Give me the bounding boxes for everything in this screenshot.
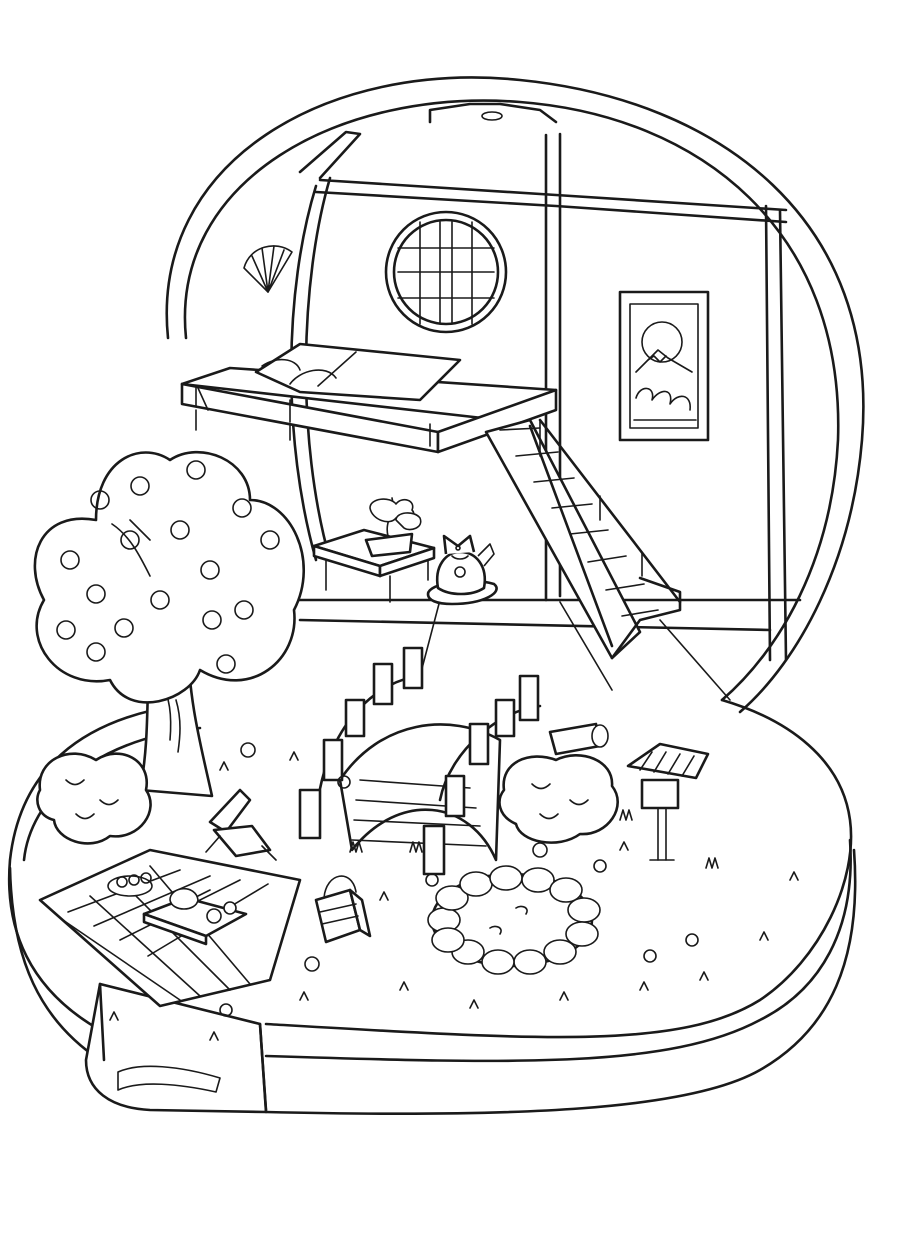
lucky-cat <box>426 534 498 606</box>
staircase <box>484 418 682 660</box>
bush-left <box>36 752 152 845</box>
bush-right <box>498 754 619 844</box>
loft-platform <box>180 342 558 454</box>
compact-base <box>7 698 857 1116</box>
garden-lantern <box>626 742 710 861</box>
ground-flowers <box>109 742 799 1041</box>
mountain-painting <box>618 290 710 442</box>
round-window <box>384 210 508 334</box>
interior-room <box>289 130 802 701</box>
tea-tray <box>142 887 248 946</box>
koi-pond <box>427 865 601 975</box>
bonsai-table <box>312 497 436 603</box>
fan-decoration <box>243 245 293 293</box>
garden-pipe <box>548 722 609 756</box>
compact-lid <box>165 76 865 714</box>
arched-bridge <box>298 646 542 876</box>
cherry-blossom-tree <box>33 450 305 798</box>
dango-plate <box>107 872 153 897</box>
picnic-basket <box>314 875 372 944</box>
folding-chair <box>205 788 277 861</box>
